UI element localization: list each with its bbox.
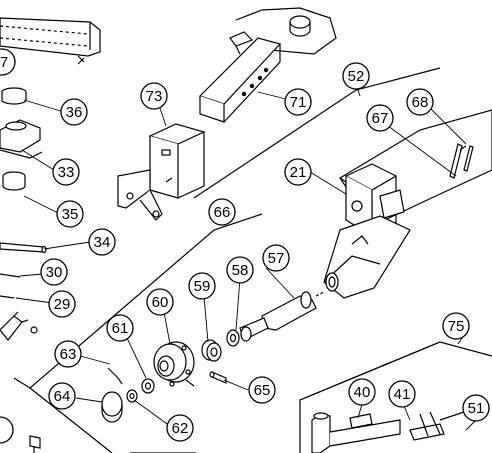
label-71: 71 <box>290 94 307 111</box>
pins-67-68 <box>449 143 474 179</box>
callout-59: 59 <box>188 272 216 300</box>
callout-21: 21 <box>284 158 312 186</box>
label-30: 30 <box>46 264 63 281</box>
label-65: 65 <box>254 382 271 399</box>
callout-36: 36 <box>60 98 88 126</box>
bearing-61 <box>141 378 155 394</box>
callout-30: 30 <box>40 258 68 286</box>
callout-7-partial: 7 <box>0 48 16 76</box>
callout-34: 34 <box>88 228 116 256</box>
callout-64: 64 <box>48 382 76 410</box>
label-75: 75 <box>448 318 465 335</box>
bolt-29 <box>0 295 15 299</box>
callout-52: 52 <box>342 62 370 90</box>
label-59: 59 <box>194 278 211 295</box>
washer-58 <box>226 329 240 347</box>
callout-73: 73 <box>140 82 168 110</box>
pin-30 <box>0 273 21 278</box>
label-57: 57 <box>268 250 285 267</box>
label-41: 41 <box>394 386 411 403</box>
label-62: 62 <box>172 420 189 437</box>
label-35: 35 <box>62 206 79 223</box>
bolt-bottom-left <box>29 435 41 453</box>
nut-62 <box>126 389 138 403</box>
callout-41: 41 <box>388 380 416 408</box>
callout-65: 65 <box>248 376 276 404</box>
label-64: 64 <box>54 388 71 405</box>
pin-34 <box>0 242 47 254</box>
callout-75: 75 <box>442 312 470 340</box>
label-34: 34 <box>94 234 111 251</box>
label-36: 36 <box>66 104 83 121</box>
label-61: 61 <box>112 320 129 337</box>
callout-67: 67 <box>366 104 394 132</box>
hub-60 <box>153 341 195 387</box>
bushing-35 <box>2 171 26 191</box>
bushing-36 <box>1 87 27 105</box>
plate-33 <box>0 119 43 159</box>
tongue-71 <box>198 7 337 123</box>
label-73: 73 <box>146 88 163 105</box>
callout-61: 61 <box>106 314 134 342</box>
bearing-59 <box>201 339 222 362</box>
dust-cap-64 <box>101 391 123 423</box>
callout-66: 66 <box>208 198 236 226</box>
callout-68: 68 <box>406 88 434 116</box>
label-51: 51 <box>468 400 485 417</box>
frame-rail-top-left <box>0 17 101 65</box>
callout-58: 58 <box>226 256 254 284</box>
label-60: 60 <box>152 294 169 311</box>
callout-33: 33 <box>52 158 80 186</box>
callout-40: 40 <box>348 378 376 406</box>
group-outline-lines <box>13 67 441 453</box>
callout-35: 35 <box>56 200 84 228</box>
callout-29: 29 <box>48 290 76 318</box>
label-partial-7: 7 <box>0 54 8 71</box>
bolt-65 <box>209 371 227 384</box>
callout-63: 63 <box>54 340 82 368</box>
callout-60: 60 <box>146 288 174 316</box>
callout-57: 57 <box>262 244 290 272</box>
label-29: 29 <box>54 296 71 313</box>
cotter-pin-63 <box>107 367 123 385</box>
spindle-57 <box>239 291 325 342</box>
callout-62: 62 <box>166 414 194 442</box>
label-21: 21 <box>290 164 307 181</box>
bracket-73 <box>117 123 206 221</box>
label-68: 68 <box>412 94 429 111</box>
callout-71: 71 <box>284 88 312 116</box>
label-33: 33 <box>58 164 75 181</box>
callout-51: 51 <box>462 394 490 422</box>
callout-bottom-left-partial <box>0 416 14 444</box>
label-52: 52 <box>348 68 365 85</box>
label-63: 63 <box>60 346 77 363</box>
leader-lines <box>15 83 477 431</box>
axle-tube-52 <box>323 109 492 299</box>
bracket-bottom-left <box>0 311 38 341</box>
label-40: 40 <box>354 384 371 401</box>
label-66: 66 <box>214 204 231 221</box>
label-58: 58 <box>232 262 249 279</box>
label-67: 67 <box>372 110 389 127</box>
